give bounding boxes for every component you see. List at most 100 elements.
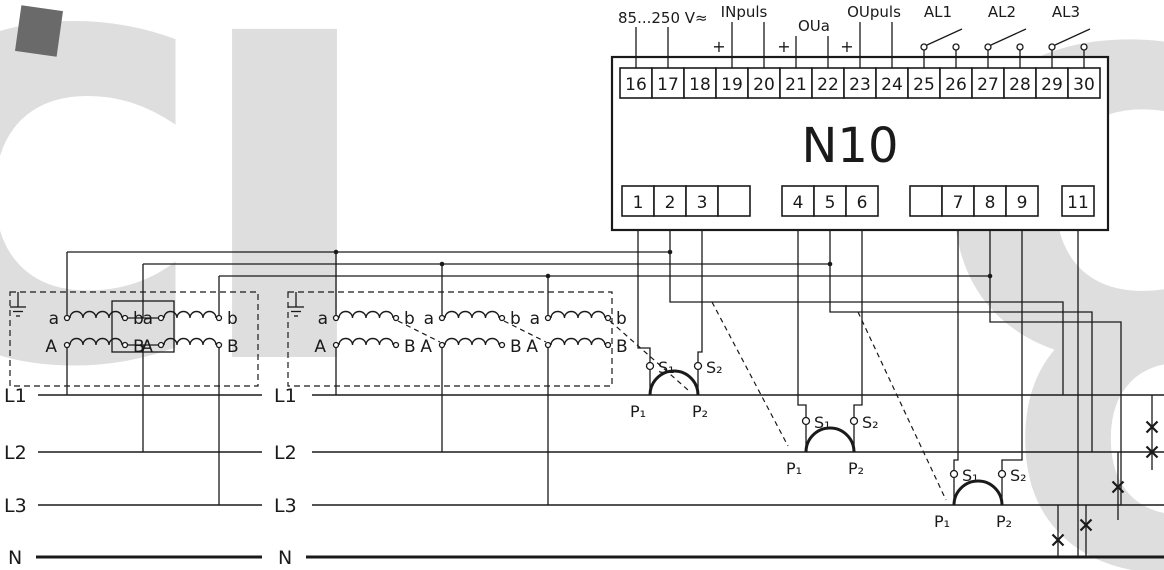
ct-terminal-s2: S₂	[1010, 466, 1027, 485]
power-lines: L1 L2 L3 N L1 L2 L3 N	[4, 385, 1164, 569]
ct-terminal-s1: S₁	[658, 358, 675, 377]
terminal-cell	[1067, 67, 1101, 99]
vt-group-2: a b A B a b A B	[9, 252, 259, 505]
line-label-l2-right: L2	[274, 442, 297, 464]
terminal-number: 21	[785, 75, 807, 95]
terminal-number: 30	[1073, 75, 1095, 95]
vt-link-box	[111, 300, 175, 353]
terminal-cell-blank	[909, 185, 943, 217]
terminal-number: 1	[633, 193, 644, 213]
vt-terminal-B: B	[133, 337, 145, 357]
vt-terminal-b: b	[227, 309, 238, 329]
ct-terminal-p2: P₂	[996, 512, 1012, 531]
line-label-n-left: N	[8, 547, 22, 569]
vt-terminal-B: B	[510, 337, 522, 357]
vt-terminal-a: a	[424, 309, 434, 329]
cut-mark-icon	[1079, 518, 1093, 532]
terminal-number: 26	[945, 75, 967, 95]
vt-terminal-b: b	[616, 309, 627, 329]
terminal-number: 28	[1009, 75, 1031, 95]
line-label-l1-right: L1	[274, 385, 297, 407]
ct-3: S₁ S₂ P₁ P₂	[934, 216, 1027, 531]
alarm-2-contact-icon: AL2	[984, 3, 1027, 68]
terminal-number: 20	[753, 75, 775, 95]
vt-terminal-A: A	[420, 337, 432, 357]
device: N10 16 17 18 19 20 21 22 23 24 25 26 27 …	[610, 55, 1110, 232]
voltage-transformer: a b A B	[420, 309, 521, 357]
vt-terminal-B: B	[404, 337, 416, 357]
cut-mark-icon	[1145, 420, 1159, 434]
line-label-l3-right: L3	[274, 495, 297, 517]
oua-plus-sign: +	[777, 37, 790, 56]
terminal-cell	[653, 185, 687, 217]
terminal-number: 29	[1041, 75, 1063, 95]
ct-terminal-s1: S₁	[814, 413, 831, 432]
voltage-wires	[67, 216, 1122, 557]
vt-terminal-A: A	[314, 337, 326, 357]
vt-terminal-b: b	[510, 309, 521, 329]
voltage-transformer: a b A B	[45, 309, 144, 357]
vt-terminal-b: b	[404, 309, 415, 329]
terminal-number: 8	[985, 193, 996, 213]
ct-terminal-p1: P₁	[786, 459, 802, 478]
line-label-n-right: N	[278, 547, 292, 569]
top-terminal-row: 16 17 18 19 20 21 22 23 24 25 26 27 28 2…	[619, 67, 1101, 99]
inpuls-label: INpuls	[721, 3, 768, 21]
line-label-l1-left: L1	[4, 385, 27, 407]
terminal-cell	[619, 67, 653, 99]
vt-terminal-B: B	[227, 337, 239, 357]
terminal-number: 3	[697, 193, 708, 213]
ct-1: S₁ S₂ P₁ P₂	[630, 216, 723, 421]
vt-terminal-B: B	[616, 337, 628, 357]
ct-terminal-p2: P₂	[692, 402, 708, 421]
watermark-letters-left: ci	[0, 0, 387, 499]
terminal-number: 6	[857, 193, 868, 213]
terminal-number: 19	[721, 75, 743, 95]
terminal-cell	[683, 67, 717, 99]
terminal-number: 11	[1067, 193, 1089, 213]
terminal-cell	[813, 185, 847, 217]
oupuls-plus-sign: +	[840, 37, 853, 56]
terminal-number: 24	[881, 75, 903, 95]
terminal-number: 17	[657, 75, 679, 95]
vt-terminal-a: a	[318, 309, 328, 329]
alarm-3-contact-icon: AL3	[1048, 3, 1091, 68]
ct-terminal-s2: S₂	[706, 358, 723, 377]
terminal-number: 2	[665, 193, 676, 213]
ct-2: S₁ S₂ P₁ P₂	[786, 216, 879, 478]
cut-links	[1051, 395, 1159, 557]
vt-terminal-a: a	[143, 309, 153, 329]
vt-group-3: a b A B a b A B a	[287, 252, 628, 505]
oua-label: OUa	[798, 17, 830, 35]
supply-voltage-label: 85...250 V≈	[618, 9, 708, 27]
cut-mark-icon	[1111, 480, 1125, 494]
vt-terminal-A: A	[141, 337, 153, 357]
voltage-transformer: a b A B	[526, 309, 627, 357]
bottom-terminal-row: 1 2 3 4 5 6 7 8 9 11	[621, 185, 1095, 217]
terminal-number: 25	[913, 75, 935, 95]
ground-icon	[288, 292, 304, 317]
terminal-cell	[941, 185, 975, 217]
terminal-number: 4	[793, 193, 804, 213]
terminal-cell	[651, 67, 685, 99]
alarm-1-contact-icon: AL1	[920, 3, 963, 68]
vt-terminal-A: A	[45, 337, 57, 357]
al1-label: AL1	[924, 3, 952, 21]
terminal-cell	[621, 185, 655, 217]
line-label-l2-left: L2	[4, 442, 27, 464]
terminal-number: 22	[817, 75, 839, 95]
device-model: N10	[802, 118, 899, 174]
terminal-number: 23	[849, 75, 871, 95]
ground-icon	[10, 292, 26, 317]
al3-label: AL3	[1052, 3, 1080, 21]
terminal-cell	[1061, 185, 1095, 217]
terminal-number: 7	[953, 193, 964, 213]
vt-terminal-a: a	[530, 309, 540, 329]
ct-terminal-p1: P₁	[934, 512, 950, 531]
ct-terminal-p2: P₂	[848, 459, 864, 478]
vt-terminal-A: A	[526, 337, 538, 357]
terminal-cell	[1003, 67, 1037, 99]
ct-terminal-s2: S₂	[862, 413, 879, 432]
